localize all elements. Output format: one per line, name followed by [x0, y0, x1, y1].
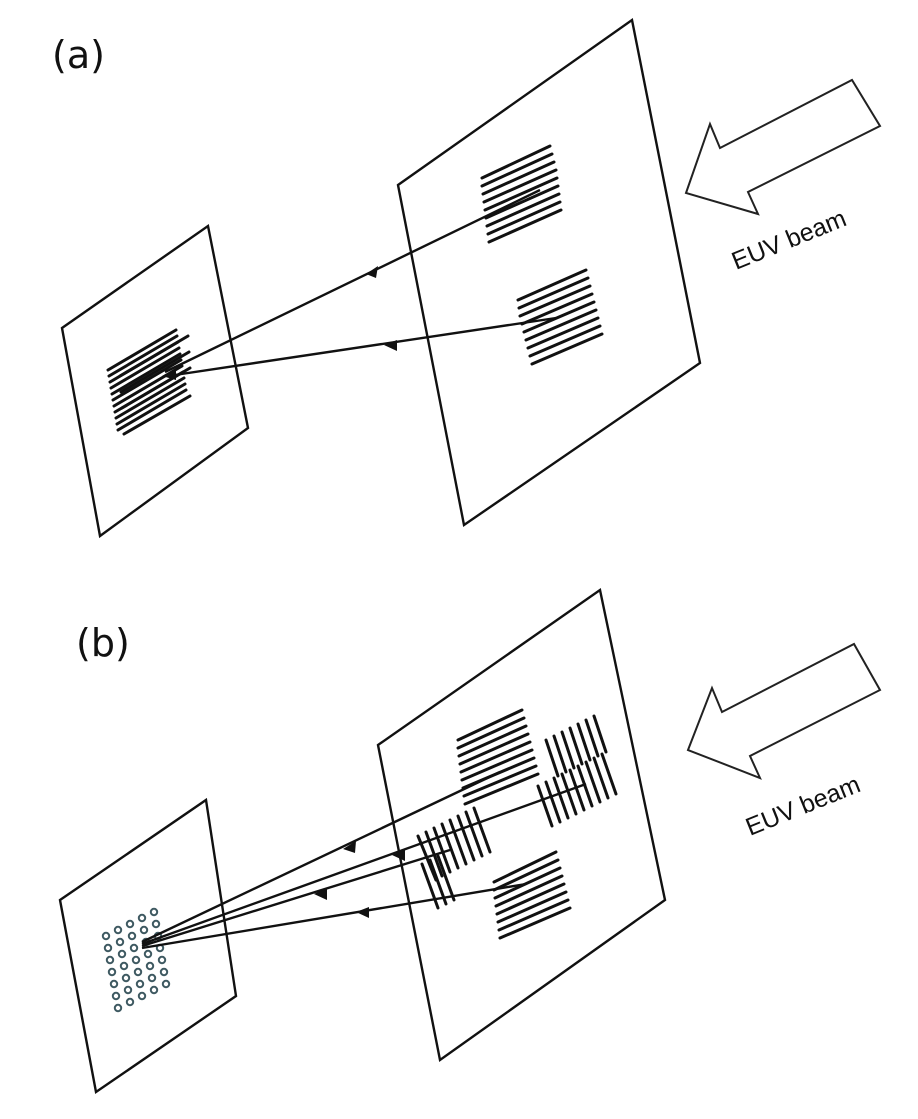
grating-right-b [536, 714, 618, 828]
ray-a1 [164, 188, 541, 374]
euv-beam-arrow-a [684, 78, 882, 216]
euv-beam-label-a: EUV beam [728, 204, 851, 275]
euv-beam-arrow-b [686, 642, 882, 780]
ray-a2 [167, 316, 557, 378]
panel-a: (a) EUV beam [52, 17, 882, 539]
ray-arrowhead-b4 [356, 907, 369, 918]
ray-arrowhead-a3 [162, 368, 176, 380]
panel-b: (b) EUV beam [58, 587, 882, 1095]
panel-a-label: (a) [52, 33, 105, 77]
ray-arrowhead-b1 [343, 841, 356, 853]
diffracted-rays-b [141, 770, 587, 950]
grating-upper-a [480, 144, 563, 244]
diffracted-rays-a [162, 188, 557, 380]
ray-arrowhead-b3 [314, 888, 327, 900]
ray-arrowhead-a2 [384, 340, 397, 351]
euv-beam-label-b: EUV beam [742, 770, 865, 841]
ray-b1 [141, 770, 501, 944]
ray-arrowhead-a1 [366, 266, 378, 278]
ray-arrowhead-b2 [392, 850, 405, 861]
mask-plate-b [376, 587, 667, 1063]
mask-plate-a [396, 17, 702, 528]
ray-b4 [141, 882, 527, 950]
interference-pattern-a [106, 328, 192, 436]
ray-b2 [141, 782, 587, 946]
panel-b-label: (b) [76, 621, 130, 665]
dot-array-b [101, 907, 171, 1013]
grating-lower-a [516, 268, 604, 366]
grating-left-b [416, 806, 492, 910]
grating-bottom-b [492, 850, 572, 940]
ray-b3 [141, 848, 451, 948]
